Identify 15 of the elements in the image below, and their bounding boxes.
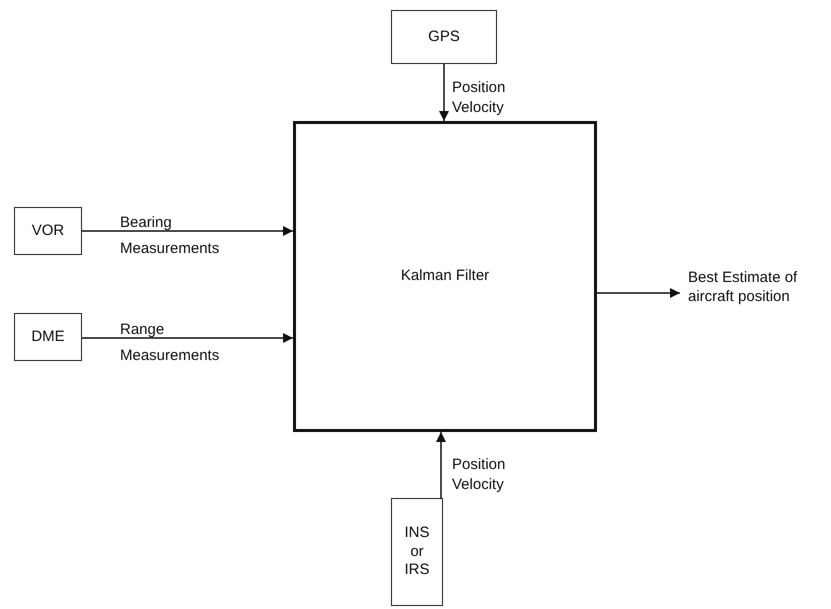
edge-label: Range Measurements	[120, 320, 220, 366]
source-box: GPS	[391, 10, 497, 64]
output-text: Best Estimate of aircraft position	[680, 250, 818, 326]
source-box: DME	[14, 313, 82, 361]
filter-box: Kalman Filter	[293, 121, 597, 432]
edge-label: Position Velocity	[452, 455, 506, 495]
edge-label: Bearing Measurements	[120, 213, 220, 259]
arrow	[597, 288, 680, 298]
source-box: VOR	[14, 207, 82, 255]
edge-label: Position Velocity	[452, 78, 506, 118]
arrow	[436, 432, 446, 498]
arrow	[82, 226, 293, 236]
arrow	[82, 333, 293, 343]
arrow	[439, 64, 449, 121]
source-box: INS or IRS	[391, 498, 443, 606]
